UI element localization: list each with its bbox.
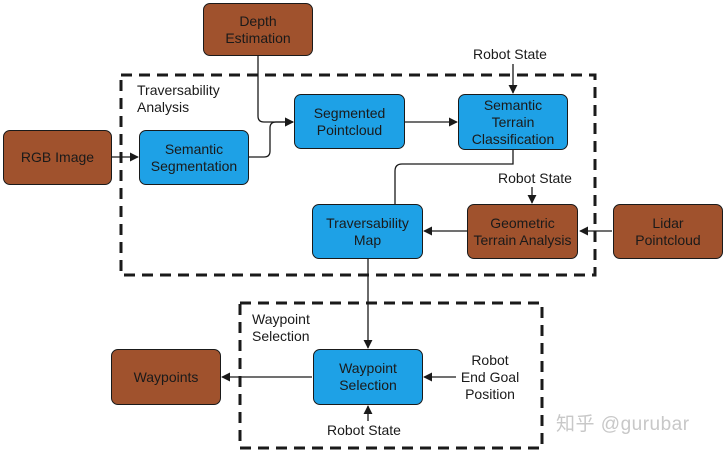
depth-estimation-node: Depth Estimation [203, 3, 313, 56]
waypoint-selection-group-label: Waypoint Selection [252, 311, 310, 344]
edge-semantic-segmentation-to-segmented-pointcloud [249, 117, 294, 158]
robot-end-goal-label: Robot End Goal Position [460, 352, 520, 402]
watermark-text: 知乎 @gurubar [556, 414, 690, 435]
lidar-pointcloud-node: Lidar Pointcloud [613, 204, 723, 259]
traversability-analysis-group-border [119, 73, 597, 277]
semantic-segmentation-node: Semantic Segmentation [139, 130, 249, 185]
edge-depth-to-segmented-pointcloud [257, 56, 294, 127]
robot-state-label-bottom: Robot State [327, 422, 401, 438]
rgb-image-node: RGB Image [3, 130, 112, 185]
robot-state-label-mid: Robot State [498, 170, 572, 186]
segmented-pointcloud-node: Segmented Pointcloud [294, 94, 405, 149]
robot-state-label-top: Robot State [473, 46, 547, 62]
waypoint-selection-group-border [238, 301, 544, 450]
traversability-analysis-group-label: Traversability Analysis [137, 82, 220, 115]
traversability-map-node: Traversability Map [312, 204, 423, 259]
waypoint-selection-node: Waypoint Selection [313, 349, 423, 405]
waypoints-node: Waypoints [111, 349, 221, 405]
semantic-terrain-classification-node: Semantic Terrain Classification [458, 94, 568, 150]
edge-semantic-terrain-to-traversability-map [394, 150, 514, 204]
geometric-terrain-analysis-node: Geometric Terrain Analysis [467, 204, 578, 259]
